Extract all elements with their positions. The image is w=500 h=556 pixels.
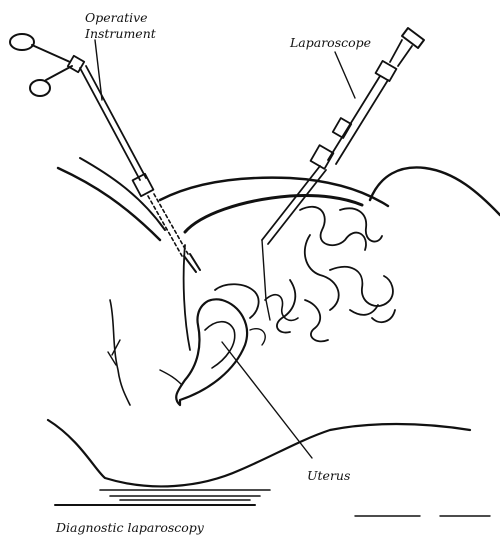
operative-instrument (10, 34, 200, 272)
laparoscope-label: Laparoscope (290, 37, 371, 50)
label-leaders (95, 40, 355, 458)
uterus-label: Uterus (307, 470, 350, 483)
body-outline (48, 158, 500, 516)
operative-instrument-label-line2: Instrument (85, 26, 156, 42)
uterus-drawing (160, 284, 259, 405)
operative-instrument-label: Operative Instrument (85, 10, 156, 41)
diagram-caption: Diagnostic laparoscopy (56, 522, 204, 535)
operative-instrument-label-line1: Operative (85, 10, 156, 26)
